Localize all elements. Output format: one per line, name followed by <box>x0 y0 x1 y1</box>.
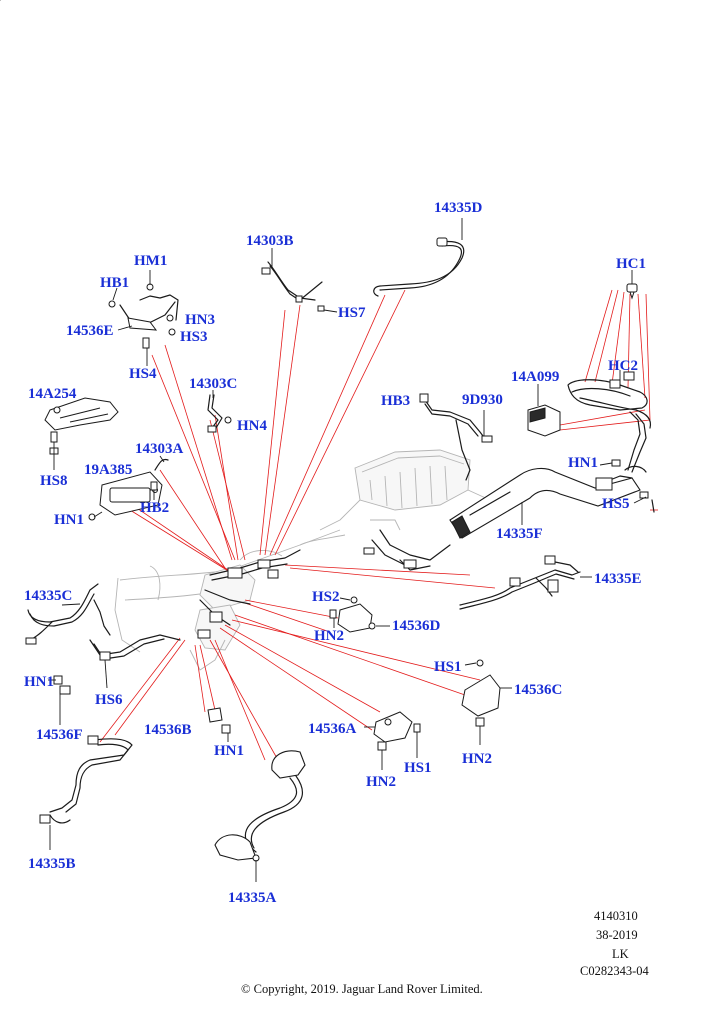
harness-14335E <box>459 555 592 610</box>
harness-14A099-cluster <box>527 270 652 473</box>
module-19A385 <box>88 455 169 521</box>
callout-HS1-lower: HS1 <box>404 760 432 776</box>
callout-14536E: 14536E <box>66 323 114 339</box>
callout-HS3: HS3 <box>180 329 208 345</box>
callout-HN1-bottom: HN1 <box>214 743 244 759</box>
callout-HN1-left: HN1 <box>54 512 84 528</box>
bracket-14536C <box>461 659 512 745</box>
callout-14335B: 14335B <box>28 856 76 872</box>
callout-9D930: 9D930 <box>462 392 503 408</box>
callout-HB2: HB2 <box>140 500 169 516</box>
callout-14536D: 14536D <box>392 618 441 634</box>
callout-HN4: HN4 <box>237 418 268 434</box>
harness-14536F-HS6 <box>48 634 181 725</box>
reference-number: 4140310 <box>594 909 638 923</box>
callout-14335F: 14335F <box>496 526 543 542</box>
callout-14536B: 14536B <box>144 722 192 738</box>
callout-HB1: HB1 <box>100 275 129 291</box>
reference-date-code: 38-2019 <box>596 928 638 942</box>
callout-14536A: 14536A <box>308 721 357 737</box>
callout-HS7: HS7 <box>338 305 366 321</box>
harness-14303B <box>261 248 338 313</box>
copyright-notice: © Copyright, 2019. Jaguar Land Rover Lim… <box>241 982 483 996</box>
callout-HS5: HS5 <box>602 496 630 512</box>
callout-14335A: 14335A <box>228 890 277 906</box>
harness-14335B <box>39 735 133 850</box>
callout-14A254: 14A254 <box>28 386 77 402</box>
harness-14335D <box>373 218 465 297</box>
reference-model-code: LK <box>612 947 629 961</box>
callout-HS1-right: HS1 <box>434 659 462 675</box>
harness-9D930 <box>0 0 493 481</box>
central-junction <box>197 549 301 639</box>
callout-HC1: HC1 <box>616 256 646 272</box>
callout-HN3: HN3 <box>185 312 215 328</box>
callout-14335E: 14335E <box>594 571 642 587</box>
callout-14536F: 14536F <box>36 727 83 743</box>
bracket-14536A <box>364 711 421 770</box>
callout-HS4: HS4 <box>129 366 157 382</box>
harness-14335A <box>214 750 306 882</box>
callout-HM1: HM1 <box>134 253 167 269</box>
callout-labels: 14335D 14303B HM1 HB1 HN3 14536E HS3 HS7… <box>24 200 646 906</box>
callout-HS8: HS8 <box>40 473 68 489</box>
callout-HB3: HB3 <box>381 393 410 409</box>
callout-14303B: 14303B <box>246 233 294 249</box>
callout-HN2-mid: HN2 <box>314 628 344 644</box>
callout-14A099: 14A099 <box>511 369 559 385</box>
bracket-14536B <box>207 707 231 742</box>
callout-14335C: 14335C <box>24 588 72 604</box>
harness-engine-branch <box>363 529 451 571</box>
callout-HN2-lower: HN2 <box>366 774 396 790</box>
callout-HS2: HS2 <box>312 589 340 605</box>
callout-HN2-right: HN2 <box>462 751 492 767</box>
callout-14303C: 14303C <box>189 376 237 392</box>
callout-14536C: 14536C <box>514 682 562 698</box>
reference-block: 4140310 38-2019 LK C0282343-04 <box>580 909 650 978</box>
bracket-14A254 <box>44 397 119 470</box>
callout-14303A: 14303A <box>135 441 184 457</box>
harness-14335C <box>25 583 111 645</box>
harness-14303C <box>207 390 232 433</box>
red-leader-lines <box>99 289 658 761</box>
callout-19A385: 19A385 <box>84 462 132 478</box>
reference-illustration-id: C0282343-04 <box>580 964 650 978</box>
callout-14335D: 14335D <box>434 200 483 216</box>
callout-HC2: HC2 <box>608 358 638 374</box>
callout-HS6: HS6 <box>95 692 123 708</box>
bracket-14536E-group <box>108 270 179 366</box>
harness-14335F <box>449 459 655 539</box>
callout-HN1-right: HN1 <box>568 455 598 471</box>
callout-HN1-lower: HN1 <box>24 674 54 690</box>
bracket-14536D <box>329 596 390 633</box>
